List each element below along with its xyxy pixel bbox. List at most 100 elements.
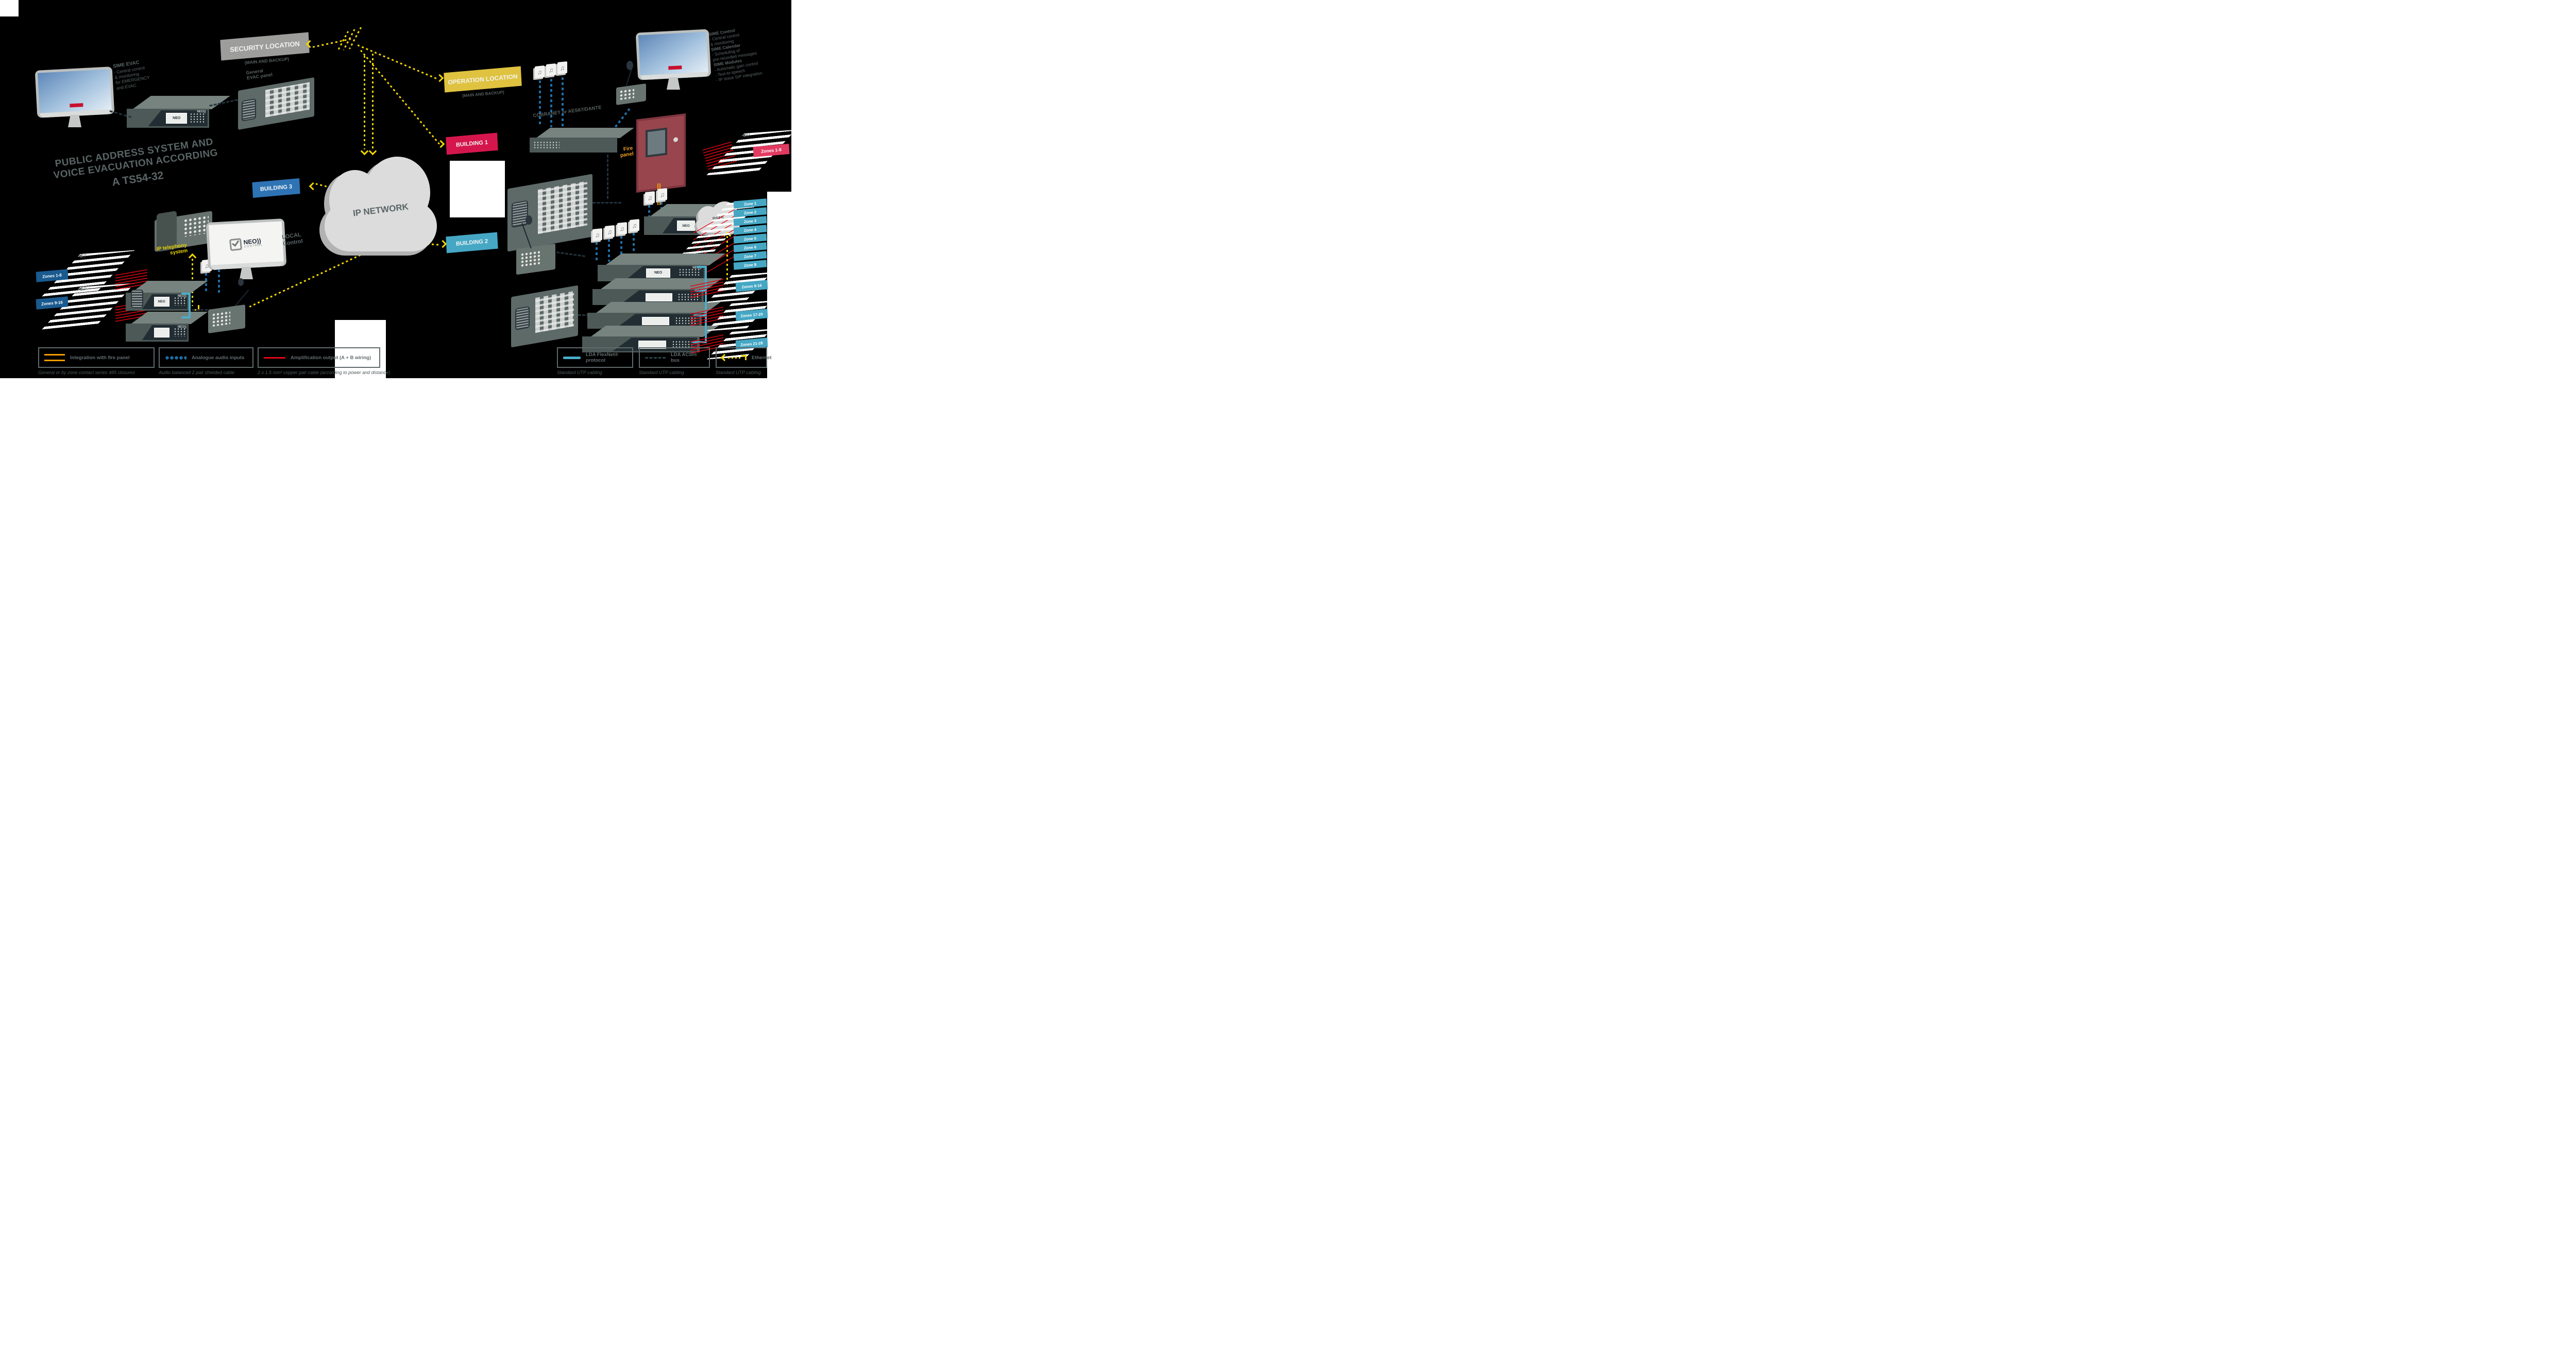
music-source-icon: ♫ (630, 219, 639, 232)
legend-caption: General or by zone contact series 485 cl… (38, 370, 135, 375)
zones-9-16-badge: Zones 9-16 (735, 280, 768, 292)
legend-amplification-output: Amplification output (A + B wiring) (258, 347, 380, 368)
neo-brand-tag: NEO)) (177, 294, 187, 298)
lda-logo (668, 65, 682, 70)
neo-control-logo: NEO)) CONTROL (229, 235, 263, 251)
gooseneck-mic (625, 67, 633, 87)
flexnet-link (705, 266, 707, 343)
amp-vu-screen (638, 340, 667, 349)
led-indicators (174, 297, 186, 306)
sime-evac-server: NEO NEO)) (127, 96, 230, 128)
evac-panel-buttons (265, 82, 310, 117)
led-indicators (679, 268, 701, 277)
music-source-icon: ♫ (557, 61, 567, 74)
arrow-up-icon (188, 253, 197, 262)
ethernet-arrow-sample (720, 353, 747, 362)
device-front-face (582, 336, 700, 352)
fire-panel-label: Fire panel (619, 145, 634, 158)
fire-line-sample (44, 354, 65, 361)
acsi-bus-line (556, 251, 585, 257)
ethernet-line-to-cloud (372, 54, 374, 149)
music-source-icon: ♫ (592, 228, 602, 241)
music-source-icon: ♫ (617, 222, 627, 235)
legend-label: Amplification output (A + B wiring) (291, 354, 371, 361)
legend-caption: Standard UTP cabling (557, 370, 602, 375)
zone-badge: Zone 7 (733, 251, 767, 261)
device-screen: NEO (154, 297, 170, 307)
device-front-face: NEO NEO)) (127, 108, 209, 128)
flexnet-link (189, 293, 191, 318)
canvas-white-patch (450, 161, 505, 217)
zone-badge: Zone 5 (733, 233, 767, 244)
console-keys (619, 88, 634, 100)
device-top-face (590, 326, 719, 337)
arrow-down-icon (360, 147, 369, 156)
acsi-bus-line (607, 155, 608, 199)
device-panel: NEO NEO)) (148, 110, 208, 127)
amplifier-unit (592, 278, 723, 305)
panel-buttons (535, 291, 574, 333)
mic-head-icon (526, 215, 532, 225)
acsi-bus-line (192, 309, 212, 311)
music-source-icon: ♫ (657, 188, 667, 201)
legend-flexnet: LDA FlexNet® protocol (557, 347, 633, 368)
legend-label: Ethernet (752, 354, 772, 361)
paging-mic-console (516, 243, 555, 275)
ip-network-cloud: IP NETWORK (325, 155, 437, 251)
canvas-white-patch (767, 192, 791, 396)
led-indicators (190, 113, 206, 123)
general-evac-panel (238, 77, 314, 130)
vent-grille (533, 141, 560, 149)
device-top-face (605, 253, 725, 265)
legend-fire-integration: Integration with fire panel (38, 347, 155, 368)
hand-microphone (512, 200, 529, 228)
amplifier-unit (582, 326, 719, 352)
analogue-audio-line (648, 205, 650, 221)
legend-acsi: LDA ACSI® bus (639, 347, 710, 368)
sime-control-screen (638, 31, 708, 76)
fire-panel-screen (646, 127, 667, 158)
general-evac-label: General EVAC panel (246, 67, 273, 80)
device-screen: NEO (646, 268, 671, 278)
device-panel: NEO NEO)) (142, 294, 188, 310)
legend-caption: Standard UTP cabling (639, 370, 684, 375)
analogue-audio-line (205, 273, 207, 294)
neo-control-workstation: NEO)) CONTROL (206, 218, 287, 279)
acsi-bus-line (578, 314, 594, 316)
hand-microphone (515, 306, 530, 330)
analogue-audio-line (550, 79, 552, 127)
fire-panel-device (636, 113, 686, 193)
acsi-line-sample (645, 357, 666, 359)
building3-banner: BUILDING 3 (252, 178, 300, 198)
amp-vu-screen (645, 293, 672, 302)
legend-ethernet: Ethernet (716, 347, 772, 368)
device-front-face: NEO NEO)) (126, 293, 189, 311)
neo-controller-local: NEO NEO)) (126, 281, 208, 311)
neo-brand-tag: NEO)) (197, 110, 206, 114)
led-indicators (174, 328, 186, 337)
mic-head-icon (626, 61, 633, 70)
device-screen: NEO (166, 113, 188, 124)
analogue-audio-line (218, 269, 220, 293)
flexnet-link (181, 316, 191, 318)
operation-location-banner: OPERATION LOCATION (444, 66, 522, 93)
neo-system-building2: NEO NEO)) (598, 253, 725, 281)
zone-badge: Zone 6 (733, 242, 767, 252)
checkbox-icon (229, 238, 243, 251)
monitor-stand (240, 267, 253, 279)
analogue-audio-line (633, 233, 635, 260)
ethernet-line-to-cloud (364, 56, 365, 149)
device-top-face (130, 312, 208, 325)
device-top-face (132, 96, 230, 110)
canvas-white-patch (0, 0, 19, 16)
legend-label: LDA ACSI® bus (671, 352, 698, 363)
monitor-stand (667, 77, 680, 90)
arrow-right-icon (435, 74, 444, 82)
hand-microphone (242, 98, 257, 122)
audio-streamer-device (530, 128, 634, 153)
neo-brand-tag: NEO)) (177, 325, 187, 329)
pa-va-system-diagram: PUBLIC ADDRESS SYSTEM AND VOICE EVACUATI… (0, 0, 791, 396)
zones-17-20-badge: Zones 17-20 (735, 309, 768, 321)
local-control-label: LOCAL Control (281, 231, 303, 248)
device-front-face: NEO)) (126, 324, 189, 342)
